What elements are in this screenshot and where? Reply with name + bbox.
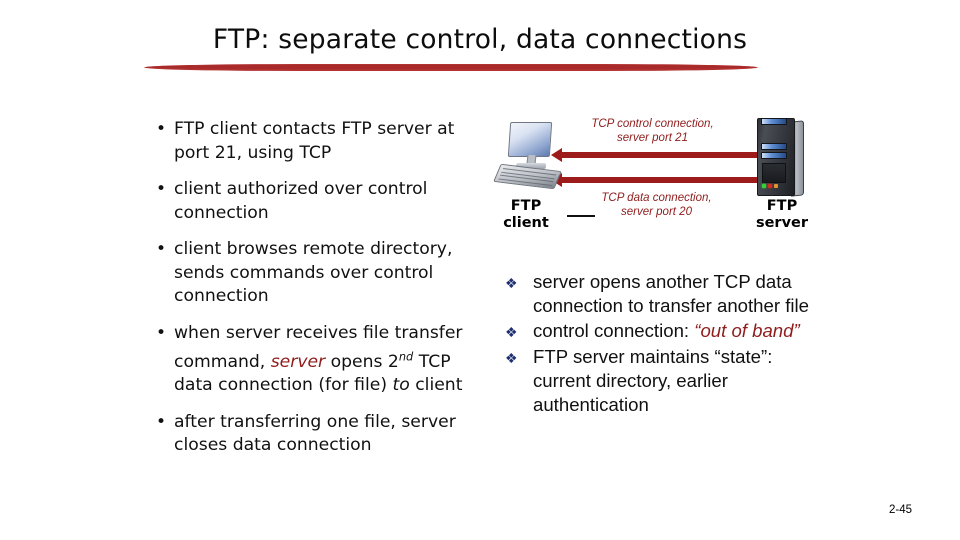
- monitor-screen-icon: [507, 122, 553, 157]
- ftp-connection-diagram: TCP control connection, server port 21 T…: [493, 112, 825, 252]
- left-bullet-text: FTP client contacts FTP server at port 2…: [174, 119, 455, 163]
- title-underline-rule: [144, 64, 758, 71]
- data-label-leader-line: [567, 215, 595, 217]
- left-bullet-browses-remote: • client browses remote directory, sends …: [152, 238, 482, 309]
- left-bullet-text: when server receives file transfer comma…: [174, 322, 463, 396]
- right-bullet-text: FTP server maintains “state”: current di…: [533, 345, 773, 416]
- right-bullet-list: ❖ server opens another TCP data connectio…: [503, 270, 833, 418]
- control-connection-label-line1: TCP control connection,: [591, 118, 714, 130]
- ftp-client-caption: FTP client: [491, 198, 561, 232]
- bullet-dot-icon: •: [156, 119, 167, 139]
- server-front-panel-icon: [762, 163, 786, 183]
- left-bullet-text: client browses remote directory, sends c…: [174, 239, 453, 306]
- check-diamond-icon: ❖: [505, 349, 518, 366]
- left-bullet-list: • FTP client contacts FTP server at port …: [152, 118, 482, 471]
- control-connection-label: TCP control connection, server port 21: [555, 118, 750, 145]
- keyboard-icon: [493, 163, 562, 190]
- right-bullet-out-of-band: ❖ control connection: “out of band”: [503, 319, 833, 343]
- data-connection-label-line2: server port 20: [621, 205, 692, 218]
- right-bullet-text: control connection: “out of band”: [533, 320, 800, 342]
- left-bullet-client-authorized: • client authorized over control connecti…: [152, 178, 482, 225]
- data-connection-label-line1: TCP data connection,: [601, 192, 712, 204]
- right-bullet-another-data-connection: ❖ server opens another TCP data connectio…: [503, 270, 833, 318]
- check-diamond-icon: ❖: [505, 324, 518, 341]
- left-bullet-text: client authorized over control connectio…: [174, 179, 428, 223]
- right-bullet-server-maintains-state: ❖ FTP server maintains “state”: current d…: [503, 345, 833, 418]
- left-bullet-contacts-server: • FTP client contacts FTP server at port …: [152, 118, 482, 165]
- server-drive-bay-icon: [761, 118, 787, 125]
- ftp-server-caption-line2: server: [755, 215, 809, 231]
- ftp-server-caption-line1: FTP: [766, 198, 798, 214]
- left-bullet-server-opens-2nd: • when server receives file transfer comm…: [152, 322, 482, 398]
- ftp-server-caption: FTP server: [747, 198, 817, 232]
- server-drive-bay-icon: [761, 143, 787, 150]
- page-title: FTP: separate control, data connections: [212, 24, 748, 55]
- data-connection-arrow: [551, 172, 773, 187]
- server-led-green-icon: [762, 184, 766, 188]
- left-bullet-closes-after-transfer: • after transferring one file, server clo…: [152, 411, 482, 458]
- page-number: 2-45: [888, 504, 912, 516]
- control-connection-arrow: [551, 147, 773, 162]
- right-bullet-text: server opens another TCP data connection…: [533, 271, 809, 317]
- bullet-dot-icon: •: [156, 179, 167, 199]
- slide-title-area: FTP: separate control, data connections: [0, 26, 960, 54]
- ftp-client-caption-line2: client: [503, 215, 549, 231]
- server-led-red-icon: [768, 184, 772, 188]
- check-diamond-icon: ❖: [505, 275, 518, 291]
- server-tower-icon: [757, 118, 805, 197]
- bullet-dot-icon: •: [156, 322, 167, 343]
- bullet-dot-icon: •: [156, 411, 167, 432]
- server-led-amber-icon: [774, 184, 778, 188]
- bullet-dot-icon: •: [156, 239, 167, 259]
- server-drive-bay-icon: [761, 152, 787, 159]
- left-bullet-text: after transferring one file, server clos…: [174, 411, 456, 456]
- data-connection-label: TCP data connection, server port 20: [559, 192, 754, 219]
- desktop-computer-icon: [493, 122, 562, 194]
- control-connection-label-line2: server port 21: [617, 131, 688, 144]
- ftp-client-caption-line1: FTP: [510, 198, 542, 214]
